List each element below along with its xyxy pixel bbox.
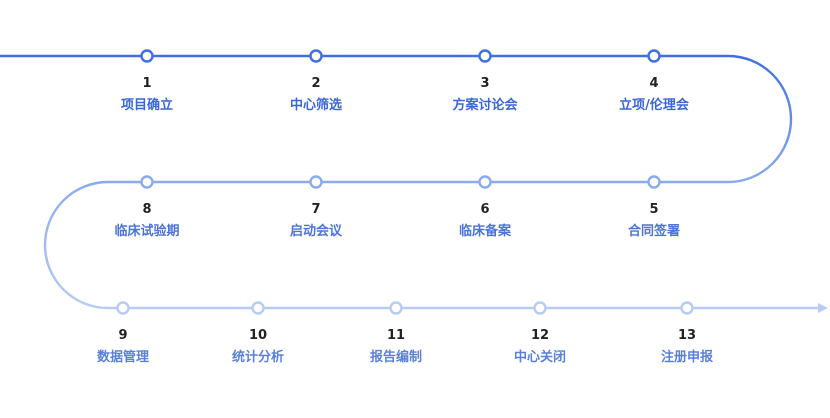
step-node-8: [140, 175, 154, 189]
timeline-right-curve: [727, 54, 793, 184]
step-node-12: [533, 301, 547, 315]
step-7: 7 启动会议: [256, 202, 376, 241]
step-label: 注册申报: [660, 350, 713, 365]
step-number: 8: [142, 202, 152, 217]
step-label: 临床试验期: [114, 224, 180, 239]
step-number: 11: [386, 328, 406, 343]
step-label: 项目确立: [120, 98, 173, 113]
timeline-left-curve: [43, 180, 109, 310]
step-number: 4: [649, 76, 659, 91]
step-number: 13: [677, 328, 697, 343]
step-number: 9: [118, 328, 128, 343]
step-2: 2 中心筛选: [256, 76, 376, 115]
step-9: 9 数据管理: [63, 328, 183, 367]
step-13: 13 注册申报: [627, 328, 747, 367]
step-node-1: [140, 49, 154, 63]
step-number: 6: [480, 202, 490, 217]
step-number: 12: [530, 328, 550, 343]
step-label: 报告编制: [369, 350, 422, 365]
step-node-9: [116, 301, 130, 315]
timeline-arrow-head: [818, 303, 828, 313]
step-6: 6 临床备案: [425, 202, 545, 241]
step-node-3: [478, 49, 492, 63]
step-label: 中心关闭: [513, 350, 566, 365]
step-node-4: [647, 49, 661, 63]
step-number: 5: [649, 202, 659, 217]
step-node-7: [309, 175, 323, 189]
timeline-nodes: [116, 49, 694, 315]
step-5: 5 合同签署: [594, 202, 714, 241]
step-10: 10 统计分析: [198, 328, 318, 367]
step-number: 7: [311, 202, 321, 217]
step-3: 3 方案讨论会: [425, 76, 545, 115]
step-number: 3: [480, 76, 490, 91]
step-4: 4 立项/伦理会: [594, 76, 714, 115]
step-8: 8 临床试验期: [87, 202, 207, 241]
step-label: 合同签署: [627, 224, 680, 239]
step-node-6: [478, 175, 492, 189]
step-label: 启动会议: [289, 224, 342, 239]
step-12: 12 中心关闭: [480, 328, 600, 367]
step-label: 数据管理: [96, 350, 149, 365]
step-1: 1 项目确立: [87, 76, 207, 115]
step-label: 中心筛选: [289, 98, 342, 113]
step-number: 10: [248, 328, 268, 343]
step-label: 临床备案: [458, 224, 511, 239]
step-label: 立项/伦理会: [619, 98, 689, 113]
step-node-11: [389, 301, 403, 315]
step-label: 统计分析: [231, 350, 284, 365]
step-node-10: [251, 301, 265, 315]
step-node-13: [680, 301, 694, 315]
step-11: 11 报告编制: [336, 328, 456, 367]
step-node-5: [647, 175, 661, 189]
step-number: 2: [311, 76, 321, 91]
step-number: 1: [142, 76, 152, 91]
step-label: 方案讨论会: [452, 98, 518, 113]
step-node-2: [309, 49, 323, 63]
